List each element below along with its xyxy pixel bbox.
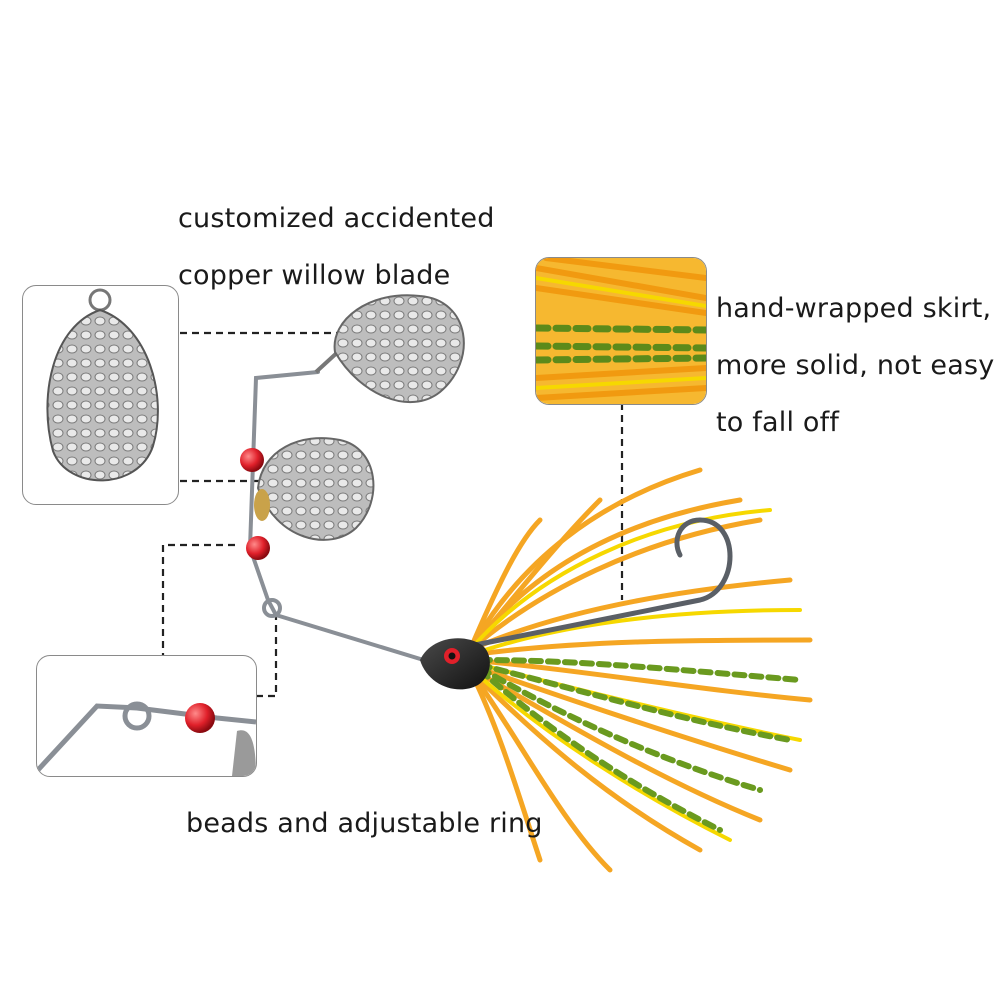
ring-closeup-image — [37, 701, 256, 776]
red-bead-upper — [240, 448, 264, 472]
skirt-closeup-image — [536, 258, 706, 404]
blade-closeup-image — [46, 288, 159, 482]
willow-blade-large — [314, 294, 465, 403]
ring-callout-line — [161, 543, 240, 720]
red-bead-lower — [246, 536, 270, 560]
hook — [447, 517, 733, 653]
skirt-closeup-inset — [535, 257, 707, 405]
willow-blade-small — [254, 437, 375, 541]
skirt-callout-line3: to fall off — [716, 407, 840, 438]
ring-callout-line-2 — [256, 612, 278, 698]
jig-head — [420, 638, 490, 690]
blade-closeup-inset — [22, 285, 179, 505]
ring-closeup-inset — [36, 655, 257, 777]
blade-callout-line2: copper willow blade — [178, 260, 451, 291]
ring-callout-text: beads and adjustable ring — [186, 808, 543, 839]
silicone-skirt — [467, 467, 813, 873]
skirt-callout-line2: more solid, not easy — [716, 350, 995, 381]
skirt-callout-line1: hand-wrapped skirt, — [716, 293, 992, 324]
blade-callout-line1: customized accidented — [178, 203, 495, 234]
